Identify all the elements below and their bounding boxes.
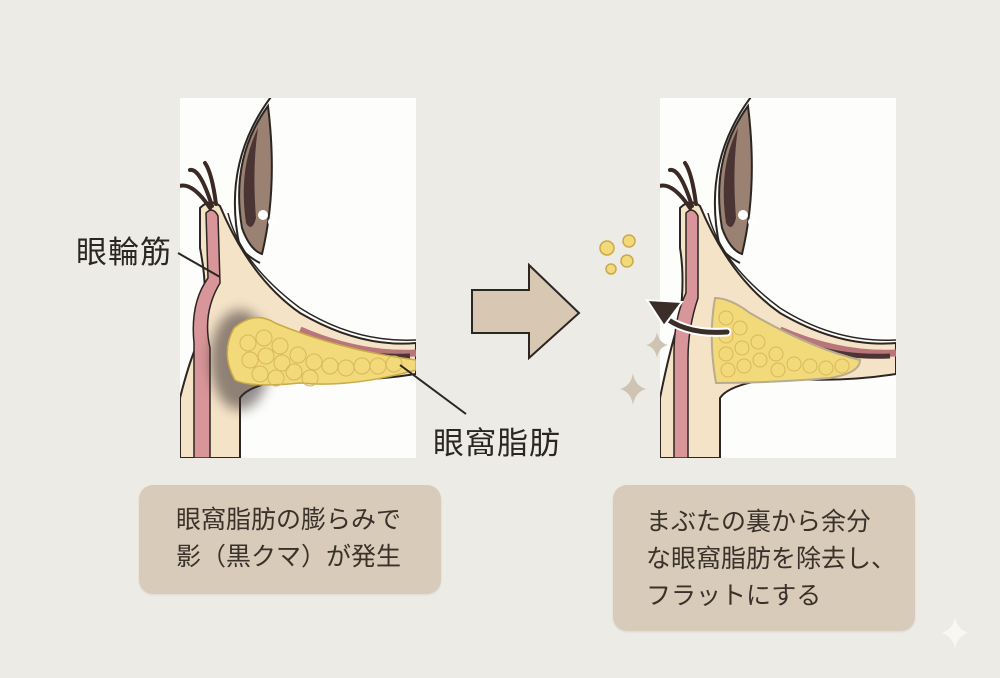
after-caption-box: まぶたの裏から余分 な眼窩脂肪を除去し、 フラットにする <box>613 485 915 631</box>
removed-fat-globules <box>599 234 636 275</box>
caption-line: 眼窩脂肪の膨らみで <box>176 505 402 534</box>
right-arrow-icon <box>471 262 581 361</box>
caption-line: フラットにする <box>646 581 822 610</box>
lower-eyelid-cross-section-after <box>660 98 896 458</box>
after-illustration-panel <box>660 98 896 458</box>
before-caption-box: 眼窩脂肪の膨らみで 影（黒クマ）が発生 <box>139 485 441 594</box>
lower-eyelid-cross-section-before <box>180 98 416 458</box>
orbicularis-muscle-label: 眼輪筋 <box>76 235 172 271</box>
caption-line: 影（黒クマ）が発生 <box>176 542 402 571</box>
orbital-fat-pad <box>226 316 416 386</box>
orbital-fat-label: 眼窩脂肪 <box>433 426 561 462</box>
iris-icon <box>718 103 753 256</box>
caption-line: な眼窩脂肪を除去し、 <box>646 544 897 573</box>
sparkle-icon <box>942 617 968 649</box>
caption-line: まぶたの裏から余分 <box>646 507 872 536</box>
sparkle-icon <box>620 373 646 405</box>
before-illustration-panel <box>180 98 416 458</box>
iris-icon <box>238 103 273 256</box>
